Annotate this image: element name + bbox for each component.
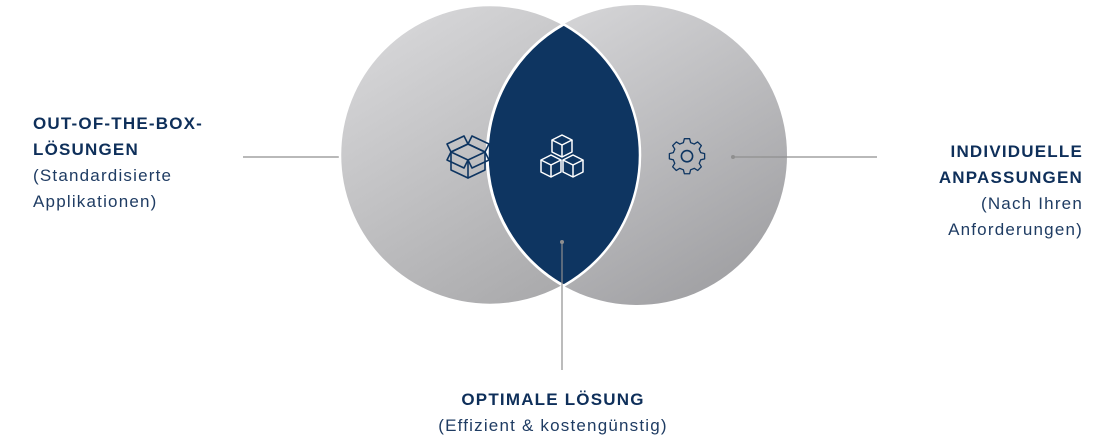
right-title-line1: INDIVIDUELLE <box>950 142 1083 161</box>
stacked-cubes-icon <box>540 134 584 178</box>
bottom-connector-dot <box>560 240 564 244</box>
right-sub-line2: Anforderungen) <box>948 220 1083 239</box>
right-title-line2: ANPASSUNGEN <box>938 168 1083 187</box>
bottom-sub: (Effizient & kostengünstig) <box>438 416 668 435</box>
right-connector-dot <box>731 155 735 159</box>
package-box-icon <box>446 135 490 179</box>
intersection-lens <box>487 5 640 305</box>
left-sub-line2: Applikationen) <box>33 192 158 211</box>
left-label: OUT-OF-THE-BOX- LÖSUNGEN (Standardisiert… <box>33 111 273 215</box>
gear-icon <box>668 138 706 175</box>
bottom-label: OPTIMALE LÖSUNG (Effizient & kostengünst… <box>353 387 753 439</box>
left-title-line1: OUT-OF-THE-BOX- <box>33 114 204 133</box>
bottom-title: OPTIMALE LÖSUNG <box>461 390 645 409</box>
left-title-line2: LÖSUNGEN <box>33 140 139 159</box>
left-sub-line1: (Standardisierte <box>33 166 173 185</box>
right-label: INDIVIDUELLE ANPASSUNGEN (Nach Ihren Anf… <box>843 139 1083 243</box>
right-sub-line1: (Nach Ihren <box>980 194 1083 213</box>
